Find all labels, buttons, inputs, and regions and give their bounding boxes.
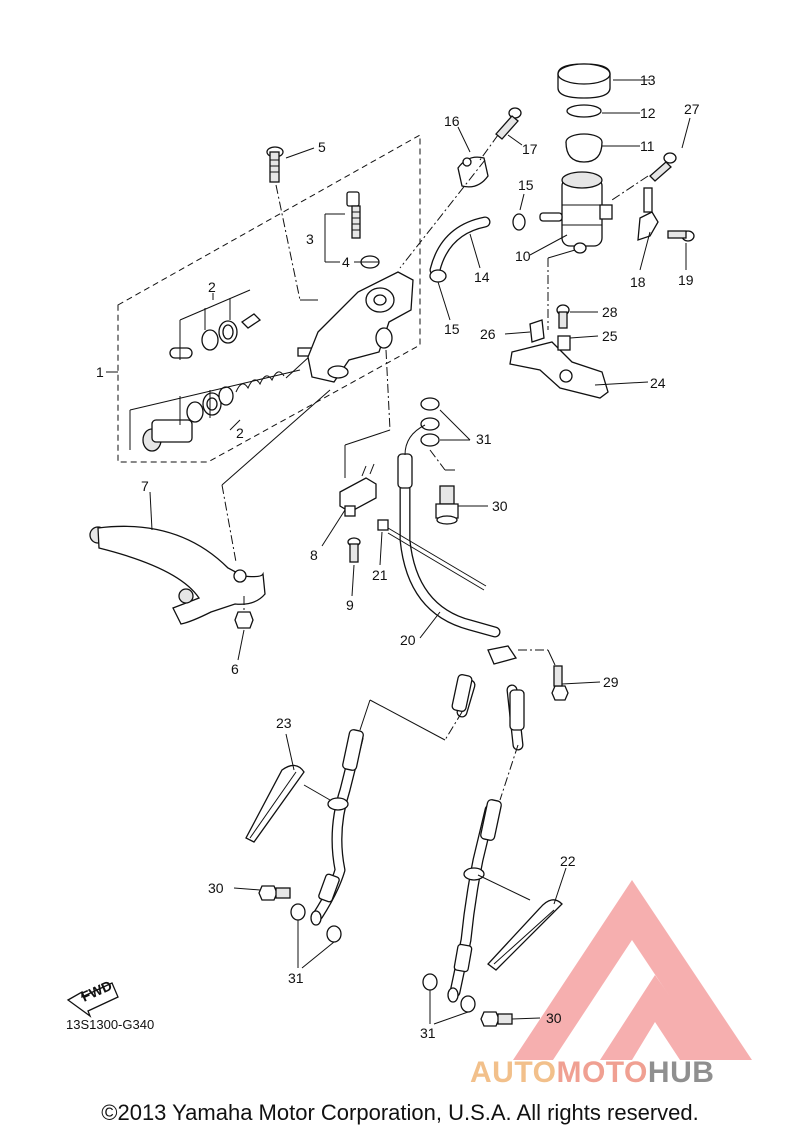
- plate-12: [566, 104, 602, 118]
- watermark-brand: AUTOMOTOHUB: [470, 1056, 714, 1090]
- callout-28: 28: [602, 304, 618, 320]
- bolt-19: [667, 230, 695, 242]
- callout-30-right: 30: [546, 1010, 562, 1026]
- cap-13: [557, 63, 611, 99]
- callout-12: 12: [640, 105, 656, 121]
- callout-25: 25: [602, 328, 618, 344]
- splitter-joint: [487, 645, 518, 665]
- collar-25: [557, 335, 571, 351]
- callout-21: 21: [372, 567, 388, 583]
- callout-11: 11: [640, 138, 655, 154]
- brake-hose-left: [310, 674, 473, 926]
- reservoir-tank-10: [539, 171, 613, 254]
- master-cylinder-body: [307, 271, 414, 383]
- hose-guide-22: [487, 899, 563, 971]
- callout-7: 7: [141, 478, 149, 494]
- bolt-28: [556, 304, 570, 329]
- bleed-screw-3: [346, 191, 361, 239]
- callout-30-left: 30: [208, 880, 224, 896]
- bracket-lines-2: [129, 289, 301, 450]
- callout-19: 19: [678, 272, 694, 288]
- cable-tie-21: [377, 519, 487, 591]
- callout-13: 13: [640, 72, 656, 88]
- brake-hose-right: [447, 689, 525, 1003]
- callout-1: 1: [96, 364, 104, 380]
- callout-5: 5: [318, 139, 326, 155]
- brake-switch-8: [339, 463, 377, 517]
- callout-2-upper: 2: [208, 279, 216, 295]
- callout-15-lower: 15: [444, 321, 460, 337]
- stay-24: [509, 341, 609, 399]
- watermark-moto: MOTO: [556, 1056, 648, 1089]
- callout-22: 22: [560, 853, 576, 869]
- fwd-arrow-icon: FWD: [66, 977, 119, 1018]
- callout-30-top: 30: [492, 498, 508, 514]
- bolt-17: [495, 107, 522, 140]
- screw-9: [347, 537, 361, 563]
- bolt-27: [649, 152, 677, 182]
- callout-8: 8: [310, 547, 318, 563]
- callout-6: 6: [231, 661, 239, 677]
- brake-lever-7: [89, 525, 266, 625]
- bracket-18: [637, 187, 659, 241]
- bolt-5: [266, 146, 284, 183]
- callout-29: 29: [603, 674, 619, 690]
- callout-labels: 1 2 2 3 4 5 6 7 8 9 10 11 12 13 14 15 15…: [96, 72, 700, 1041]
- master-cylinder-kit-outline: [117, 134, 421, 463]
- callout-14: 14: [474, 269, 490, 285]
- callout-17: 17: [522, 141, 538, 157]
- washers-31-left: [290, 903, 342, 943]
- callout-10: 10: [515, 248, 531, 264]
- callout-2-lower: 2: [236, 425, 244, 441]
- union-bolt-30-top: [435, 485, 459, 525]
- nut-6: [234, 611, 254, 629]
- callout-18: 18: [630, 274, 646, 290]
- callout-31-right: 31: [420, 1025, 436, 1041]
- callout-23: 23: [276, 715, 292, 731]
- drawing-code: 13S1300-G340: [66, 1017, 155, 1032]
- callout-24: 24: [650, 375, 666, 391]
- callout-4: 4: [342, 254, 350, 270]
- callout-31-top: 31: [476, 431, 492, 447]
- triangle-logo-icon: [513, 880, 752, 1060]
- callout-9: 9: [346, 597, 354, 613]
- bracket-26: [529, 319, 545, 343]
- callout-15-upper: 15: [518, 177, 534, 193]
- brake-hose-20: [397, 397, 440, 489]
- bolt-29: [551, 665, 569, 701]
- piston-kit-lower: [142, 347, 313, 452]
- callout-26: 26: [480, 326, 496, 342]
- piston-kit-upper: [169, 313, 262, 359]
- callout-31-left: 31: [288, 970, 304, 986]
- union-bolt-30-left: [258, 885, 291, 901]
- callout-3: 3: [306, 231, 314, 247]
- callout-20: 20: [400, 632, 416, 648]
- watermark-hub: HUB: [647, 1056, 715, 1089]
- hose-guide-23: [245, 764, 305, 843]
- callout-27: 27: [684, 101, 700, 117]
- diaphragm-11: [565, 133, 603, 163]
- union-bolt-30-right: [480, 1011, 513, 1027]
- watermark-auto: AUTO: [470, 1056, 557, 1089]
- clip-15: [429, 213, 526, 283]
- copyright-notice: ©2013 Yamaha Motor Corporation, U.S.A. A…: [101, 1100, 699, 1125]
- leader-lines: [106, 79, 691, 1025]
- holder-16: [457, 156, 489, 188]
- callout-16: 16: [444, 113, 460, 129]
